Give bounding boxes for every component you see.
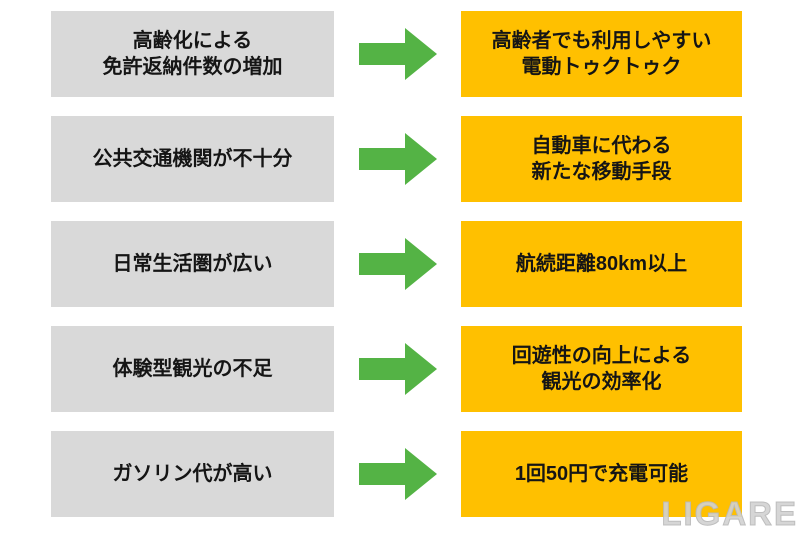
arrow-right-icon (359, 238, 437, 290)
solution-box: 航続距離80km以上 (461, 221, 742, 307)
diagram-row: 高齢化による 免許返納件数の増加 高齢者でも利用しやすい 電動トゥクトゥク (0, 11, 800, 97)
problem-box: 日常生活圏が広い (51, 221, 334, 307)
arrow-right-icon (359, 448, 437, 500)
diagram-row: ガソリン代が高い 1回50円で充電可能 (0, 431, 800, 517)
arrow-right-icon (359, 28, 437, 80)
diagram-row: 公共交通機関が不十分 自動車に代わる 新たな移動手段 (0, 116, 800, 202)
arrow-right-icon (359, 343, 437, 395)
diagram-row: 日常生活圏が広い 航続距離80km以上 (0, 221, 800, 307)
solution-box: 高齢者でも利用しやすい 電動トゥクトゥク (461, 11, 742, 97)
diagram-row: 体験型観光の不足 回遊性の向上による 観光の効率化 (0, 326, 800, 412)
solution-box: 1回50円で充電可能 (461, 431, 742, 517)
solution-box: 回遊性の向上による 観光の効率化 (461, 326, 742, 412)
problem-box: ガソリン代が高い (51, 431, 334, 517)
problem-box: 高齢化による 免許返納件数の増加 (51, 11, 334, 97)
problem-box: 体験型観光の不足 (51, 326, 334, 412)
arrow-right-icon (359, 133, 437, 185)
ligare-watermark-logo: LIGARE (661, 495, 798, 532)
solution-box: 自動車に代わる 新たな移動手段 (461, 116, 742, 202)
problem-box: 公共交通機関が不十分 (51, 116, 334, 202)
